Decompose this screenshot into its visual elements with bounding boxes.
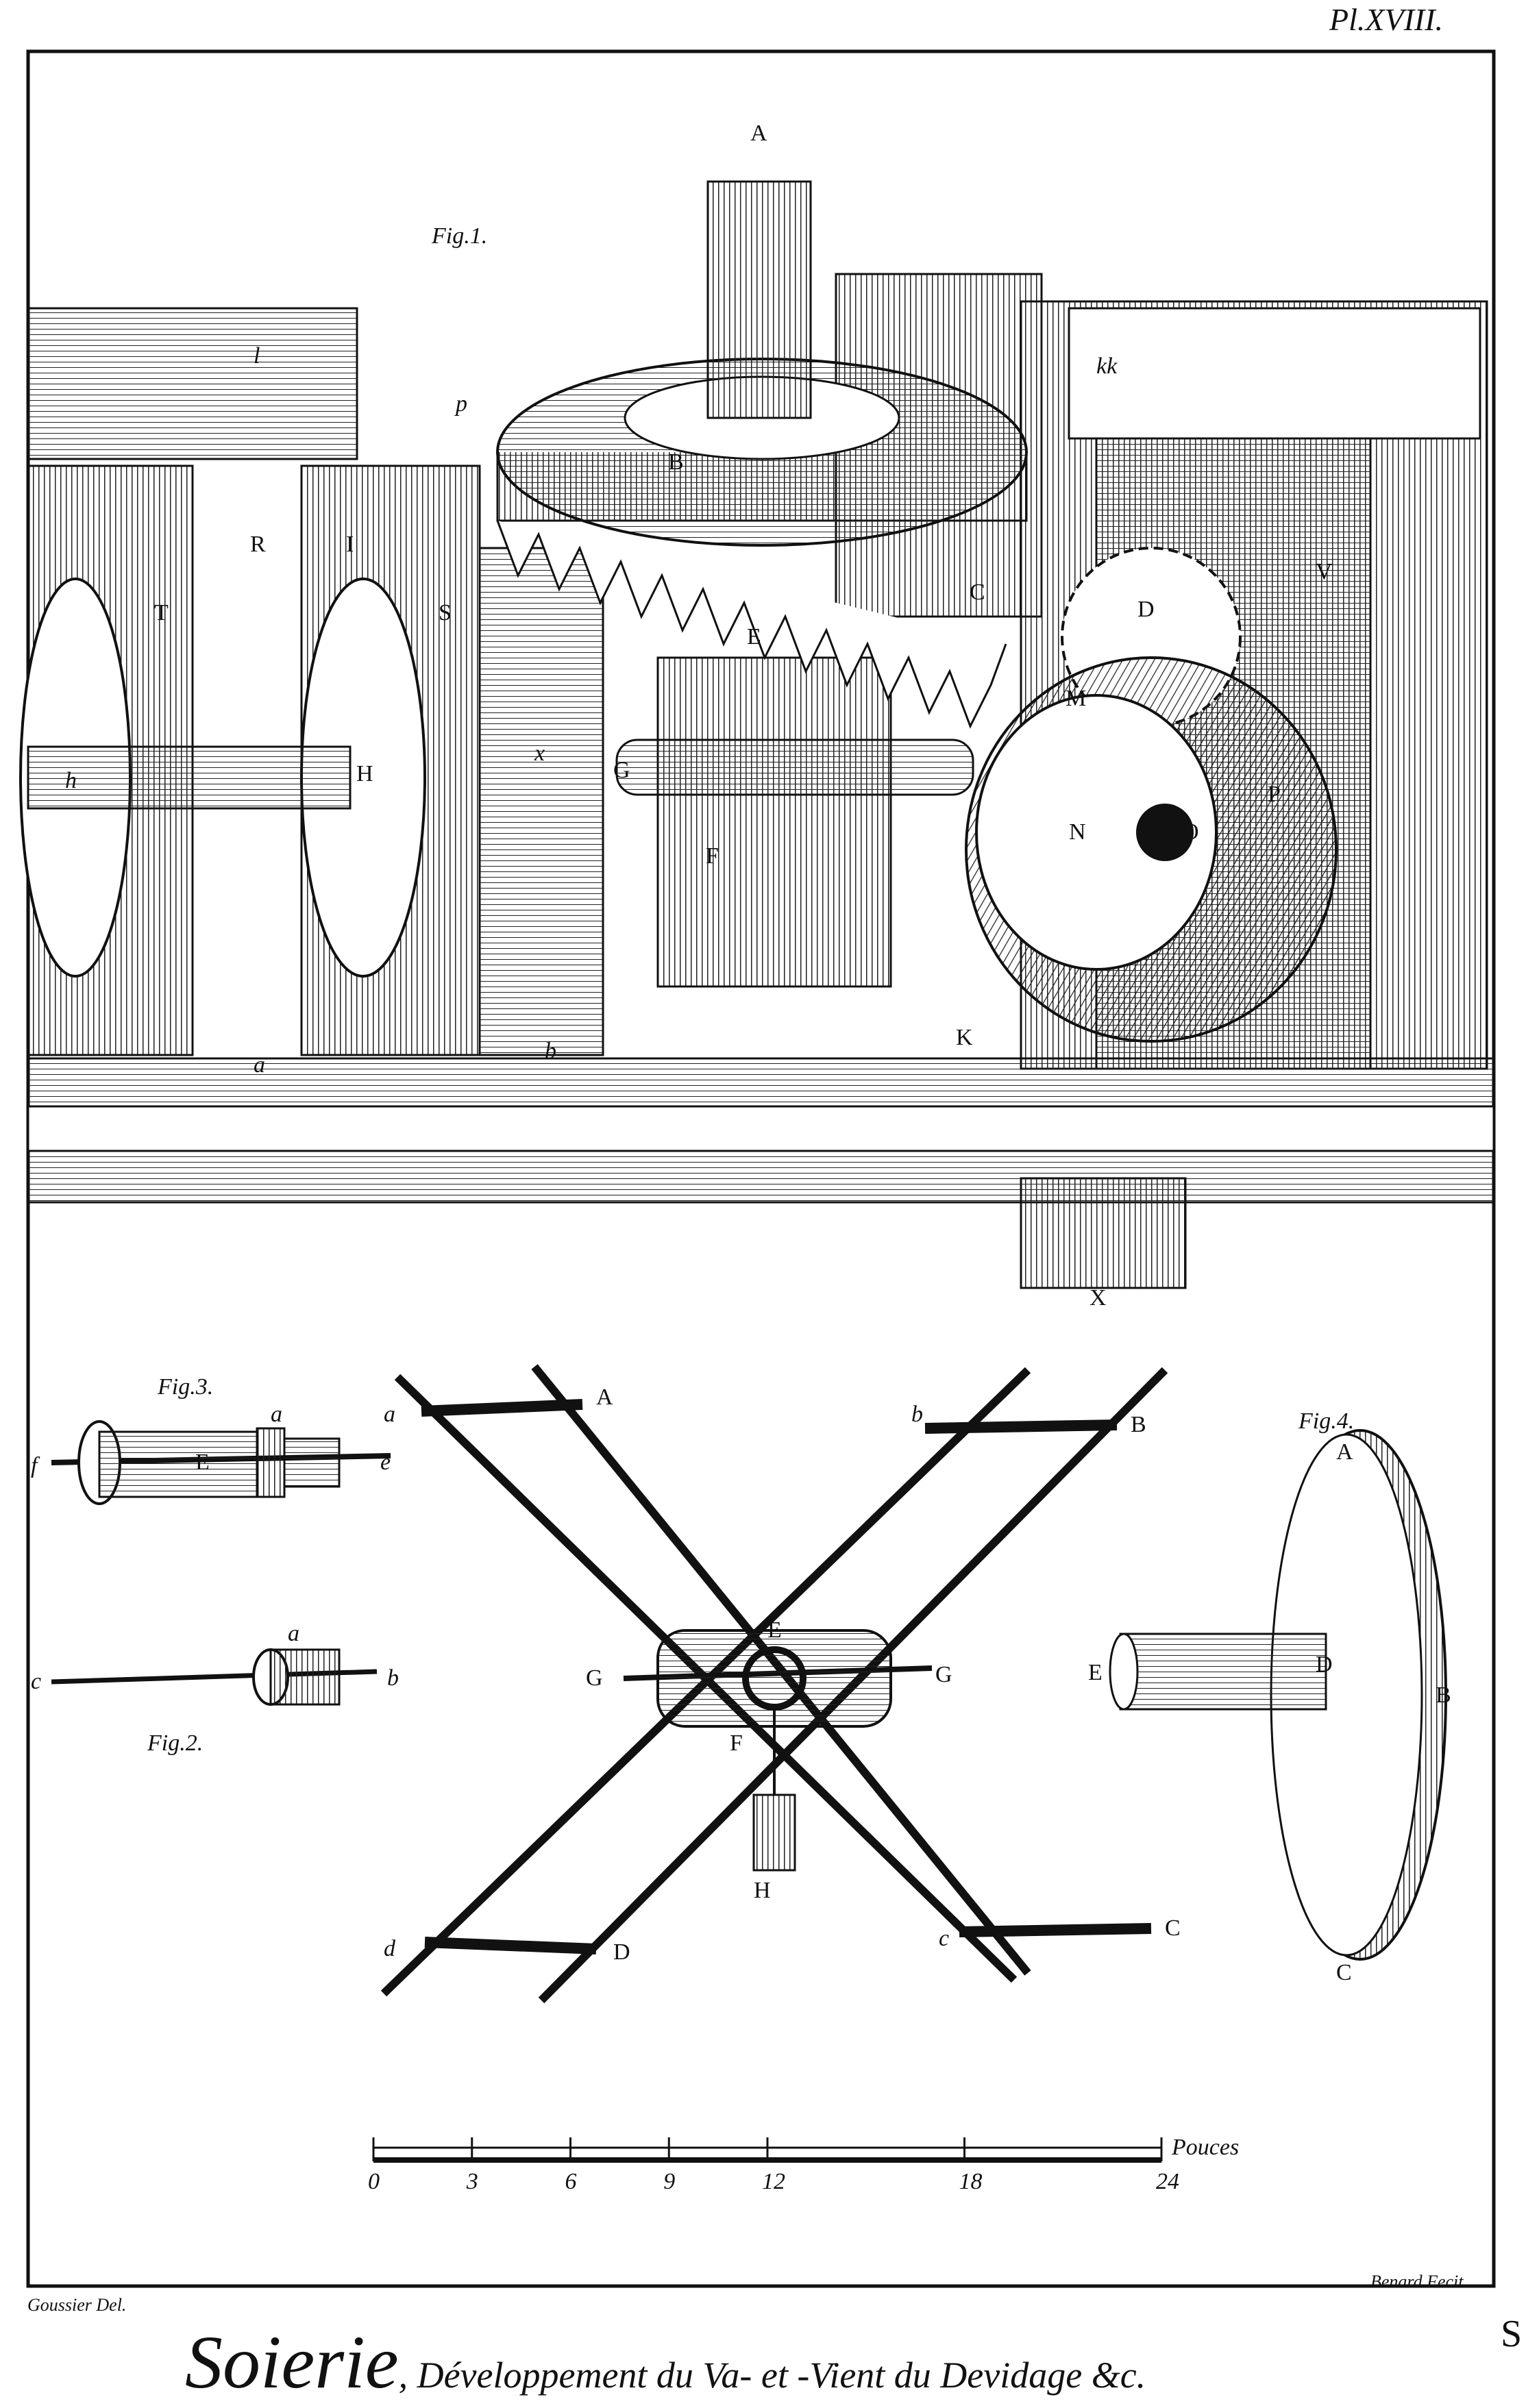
reel-label-G-right: G (935, 1662, 952, 1687)
fig3-bobbin: Fig.3. f E a e (31, 1374, 391, 1505)
fig1-label-h: h (65, 768, 77, 793)
reel-labels: A a B b C c D d E F G G H (384, 1385, 1181, 1965)
fig1-label-b: b (545, 1039, 556, 1064)
fig1-label-D: D (1137, 597, 1155, 622)
fig1-label-I: I (346, 532, 354, 557)
fig3-label-f: f (31, 1453, 40, 1478)
fig1-label-p: p (454, 391, 467, 417)
reel-label-C: C (1165, 1915, 1181, 1941)
fig1-label-K: K (956, 1025, 973, 1050)
fig4-title: Fig.4. (1298, 1408, 1354, 1434)
plate-number: Pl.XVIII. (1329, 2, 1444, 37)
reel-label-c: c (939, 1926, 949, 1951)
reel-label-A: A (596, 1385, 613, 1410)
fig3-label-a: a (271, 1402, 282, 1427)
scale-bar: 0 3 6 9 12 18 24 Pouces (368, 2135, 1239, 2194)
caption-title: Soierie (185, 2320, 399, 2404)
fig1-label-P: P (1268, 782, 1281, 807)
caption-subtitle: , Développement du Va- et -Vient du Devi… (398, 2355, 1146, 2396)
fig4-label-A: A (1336, 1439, 1353, 1465)
fig4-label-B: B (1436, 1683, 1451, 1708)
fig4-label-D: D (1316, 1652, 1333, 1677)
fig1-label-G: G (613, 758, 630, 783)
fig4-label-C: C (1336, 1960, 1352, 1985)
fig1-label-M: M (1066, 686, 1086, 711)
scale-tick-label: 0 (368, 2169, 380, 2194)
fig1-label-R: R (250, 532, 266, 557)
credit-engraver: Benard Fecit (1370, 2272, 1464, 2292)
fig1-label-H: H (356, 761, 373, 786)
caption-letter: S (1501, 2313, 1523, 2355)
scale-unit: Pouces (1171, 2135, 1239, 2160)
scale-tick-label: 18 (959, 2169, 983, 2194)
scale-tick-label: 12 (762, 2169, 785, 2194)
reel-label-d: d (384, 1936, 396, 1961)
fig2-rod: c a b Fig.2. (31, 1621, 399, 1756)
reel-label-G-left: G (586, 1665, 603, 1691)
fig1-label-a: a (254, 1052, 265, 1078)
reel-swift (380, 1364, 1168, 2004)
fig1-label-x: x (534, 741, 545, 766)
caption: Soierie, Développement du Va- et -Vient … (185, 2319, 1146, 2406)
fig1-label-kk: kk (1096, 353, 1118, 379)
credit-draftsman: Goussier Del. (27, 2295, 127, 2315)
scale-tick-label: 9 (663, 2169, 675, 2194)
fig2-label-a: a (288, 1621, 299, 1646)
fig3-label-e: e (380, 1450, 391, 1475)
reel-label-b: b (911, 1402, 923, 1427)
fig1-label-V: V (1316, 559, 1333, 584)
scale-tick-label: 6 (565, 2169, 577, 2194)
scale-tick-label: 24 (1156, 2169, 1179, 2194)
fig1-title: Fig.1. (431, 223, 487, 249)
fig1-label-T: T (154, 600, 169, 625)
fig1-label-l: l (254, 343, 260, 369)
fig1-label-E: E (747, 624, 761, 649)
reel-label-F: F (730, 1730, 743, 1756)
reel-label-E: E (767, 1617, 782, 1643)
fig1-label-B: B (668, 449, 684, 475)
fig1-label-N: N (1069, 819, 1086, 845)
fig4-disk: Fig.4. A B C D E (1088, 1408, 1451, 1985)
reel-label-a: a (384, 1402, 395, 1427)
reel-label-H: H (754, 1878, 771, 1903)
fig2-label-c: c (31, 1669, 41, 1694)
fig3-title: Fig.3. (157, 1374, 213, 1400)
reel-label-B: B (1131, 1412, 1146, 1437)
fig1-label-A: A (750, 121, 767, 146)
fig1-label-C: C (970, 580, 985, 605)
fig1-label-F: F (706, 843, 719, 869)
fig1-label-S: S (439, 600, 452, 625)
fig4-label-E: E (1088, 1660, 1103, 1685)
fig1-machine (19, 180, 1495, 1289)
fig1-label-O: O (1182, 819, 1199, 845)
fig1-label-X: X (1089, 1285, 1107, 1311)
fig2-title: Fig.2. (147, 1730, 203, 1756)
fig3-label-E: E (195, 1450, 210, 1475)
reel-label-D: D (613, 1939, 630, 1965)
fig2-label-b: b (387, 1665, 399, 1691)
fig1-labels: Fig.1. A B C D E F G H h I K kk l p M N … (65, 121, 1333, 1311)
scale-tick-label: 3 (466, 2169, 478, 2194)
